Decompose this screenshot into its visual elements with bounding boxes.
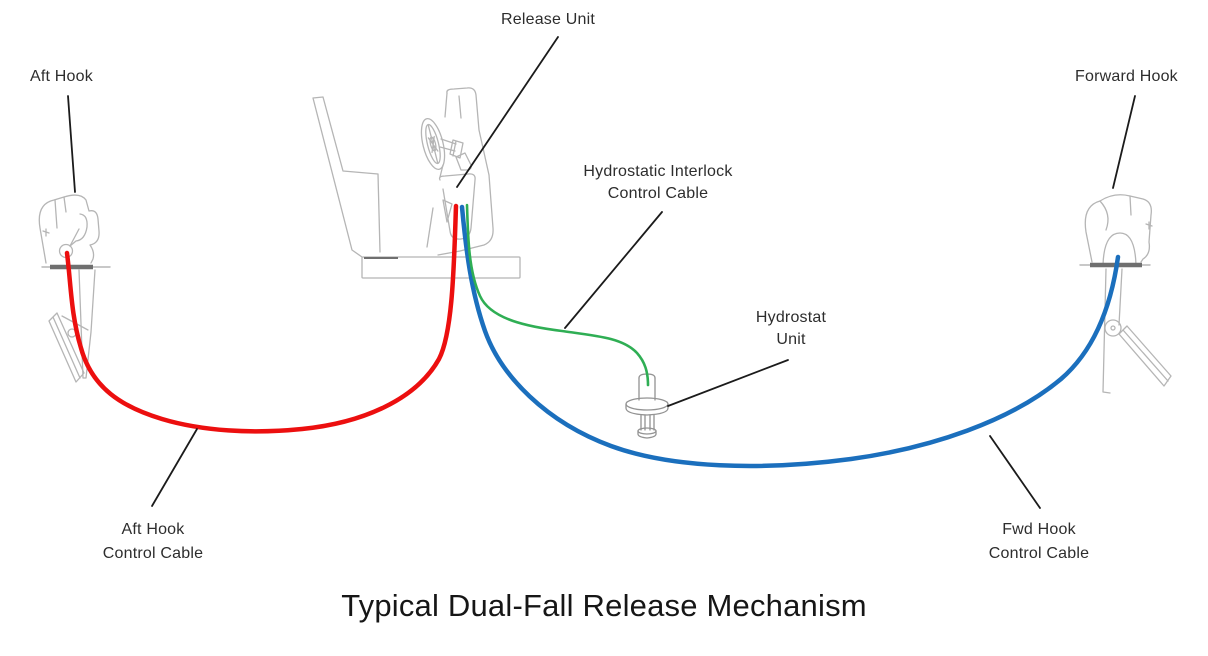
release-unit-leader-line [456,36,559,188]
aft-hook-label: Aft Hook [30,68,93,85]
forward-hook-label: Forward Hook [1075,68,1178,85]
aft-hook-cable-label: Aft Hook Control Cable [53,518,253,566]
hydrostat-unit-label: Hydrostat Unit [731,307,851,351]
fwd-hook-cable-label-line1: Fwd Hook [1002,521,1076,538]
release-unit-sketch [312,87,521,279]
hydrostatic-interlock-label-line2: Control Cable [607,185,709,202]
fwd-hook-cable-label: Fwd Hook Control Cable [939,518,1139,566]
aft-hook-control-cable [64,203,459,434]
hydrostat-unit-sketch [625,373,669,439]
forward-hook-leader-line [1112,95,1136,189]
forward-hook-sketch [1079,194,1172,394]
hydrostatic-interlock-label: Hydrostatic Interlock Control Cable [558,161,758,205]
leader-lines [67,36,1136,509]
diagram-title: Typical Dual-Fall Release Mechanism [341,588,867,623]
aft-cable-leader-line [151,428,198,507]
aft-hook-sketch [38,194,111,383]
hydrostatic-interlock-label-line1: Hydrostatic Interlock [583,163,733,180]
hydrostat-unit-label-line1: Hydrostat [755,309,827,326]
hydrostat-unit-leader-line [667,359,789,407]
hydrostatic-interlock-cable [465,203,650,387]
release-unit-label: Release Unit [501,11,596,28]
fwd-hook-cable-label-line2: Control Cable [988,545,1090,562]
aft-hook-leader-line [67,95,76,193]
interlock-cable-leader-line [564,211,663,329]
aft-hook-cable-label-line2: Control Cable [102,545,204,562]
fwd-cable-leader-line [989,435,1041,509]
aft-hook-cable-label-line1: Aft Hook [121,521,185,538]
hydrostat-unit-label-line2: Unit [776,331,806,348]
fwd-hook-control-cable [459,204,1121,469]
